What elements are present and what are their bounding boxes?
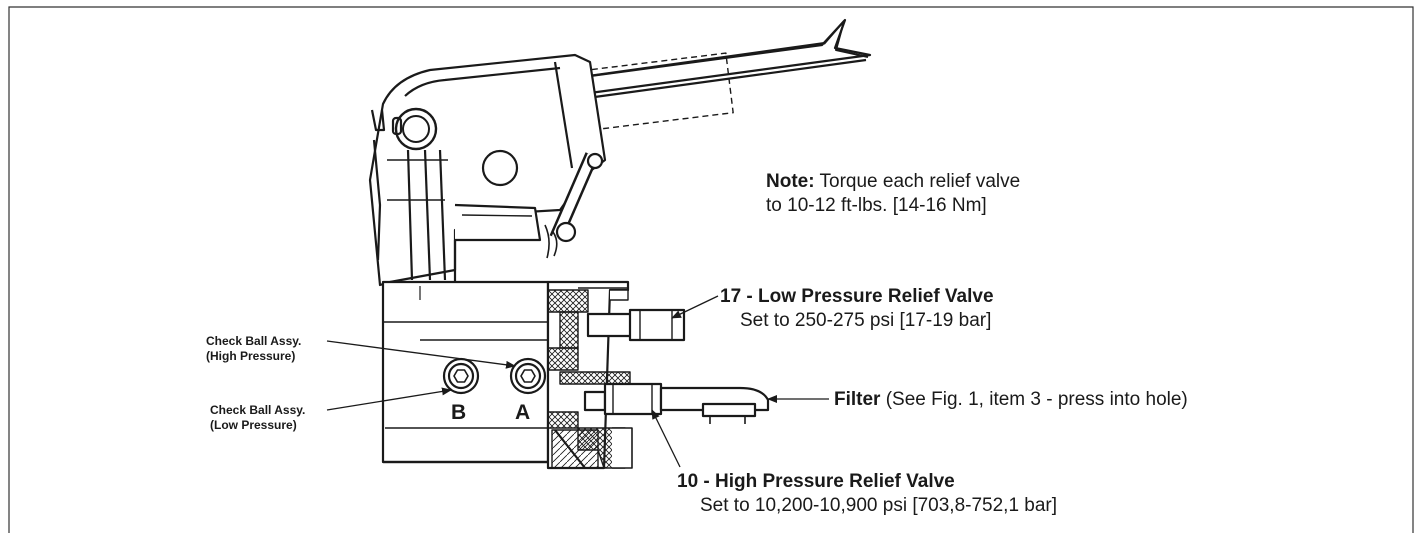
leader-check-ball-high: [326, 340, 516, 369]
high-relief-setting: Set to 10,200-10,900 psi [703,8-752,1 ba…: [700, 495, 1058, 516]
low-pressure-relief-valve: [586, 308, 686, 342]
pump-handle: [558, 18, 872, 133]
high-pressure-relief-valve: [583, 382, 770, 424]
torque-note: Note: Torque each relief valve: [766, 170, 1020, 193]
check-ball-port-a: [509, 357, 547, 395]
high-relief-title: 10 - High Pressure Relief Valve: [677, 471, 955, 492]
check-ball-port-b: [442, 357, 480, 395]
check-ball-high-line1: Check Ball Assy.: [206, 334, 302, 348]
filter-title: Filter: [834, 389, 881, 410]
manifold-section: [546, 280, 633, 470]
note-line1: Torque each relief valve: [819, 171, 1021, 192]
filter-callout: Filter (See Fig. 1, item 3 - press into …: [834, 388, 1188, 411]
leader-check-ball-low: [326, 387, 452, 411]
port-a-label: A: [515, 401, 531, 424]
check-ball-low-label: Check Ball Assy. (Low Pressure): [210, 403, 305, 433]
port-b-label: B: [451, 401, 467, 424]
leader-high-relief: [651, 409, 681, 468]
check-ball-high-label: Check Ball Assy. (High Pressure): [206, 334, 301, 364]
low-relief-setting: Set to 250-275 psi [17-19 bar]: [740, 310, 992, 331]
leader-low-relief: [671, 295, 719, 319]
torque-note-line2: to 10-12 ft-lbs. [14-16 Nm]: [766, 195, 987, 216]
check-ball-low-line1: Check Ball Assy.: [210, 403, 306, 417]
low-relief-title: 17 - Low Pressure Relief Valve: [720, 286, 994, 307]
handle-socket: [368, 53, 607, 287]
check-ball-high-line2: (High Pressure): [206, 349, 296, 363]
note-heading: Note:: [766, 171, 815, 192]
figure-frame: [8, 6, 1414, 533]
filter-detail: (See Fig. 1, item 3 - press into hole): [885, 389, 1188, 410]
check-ball-low-line2: (Low Pressure): [210, 418, 297, 432]
